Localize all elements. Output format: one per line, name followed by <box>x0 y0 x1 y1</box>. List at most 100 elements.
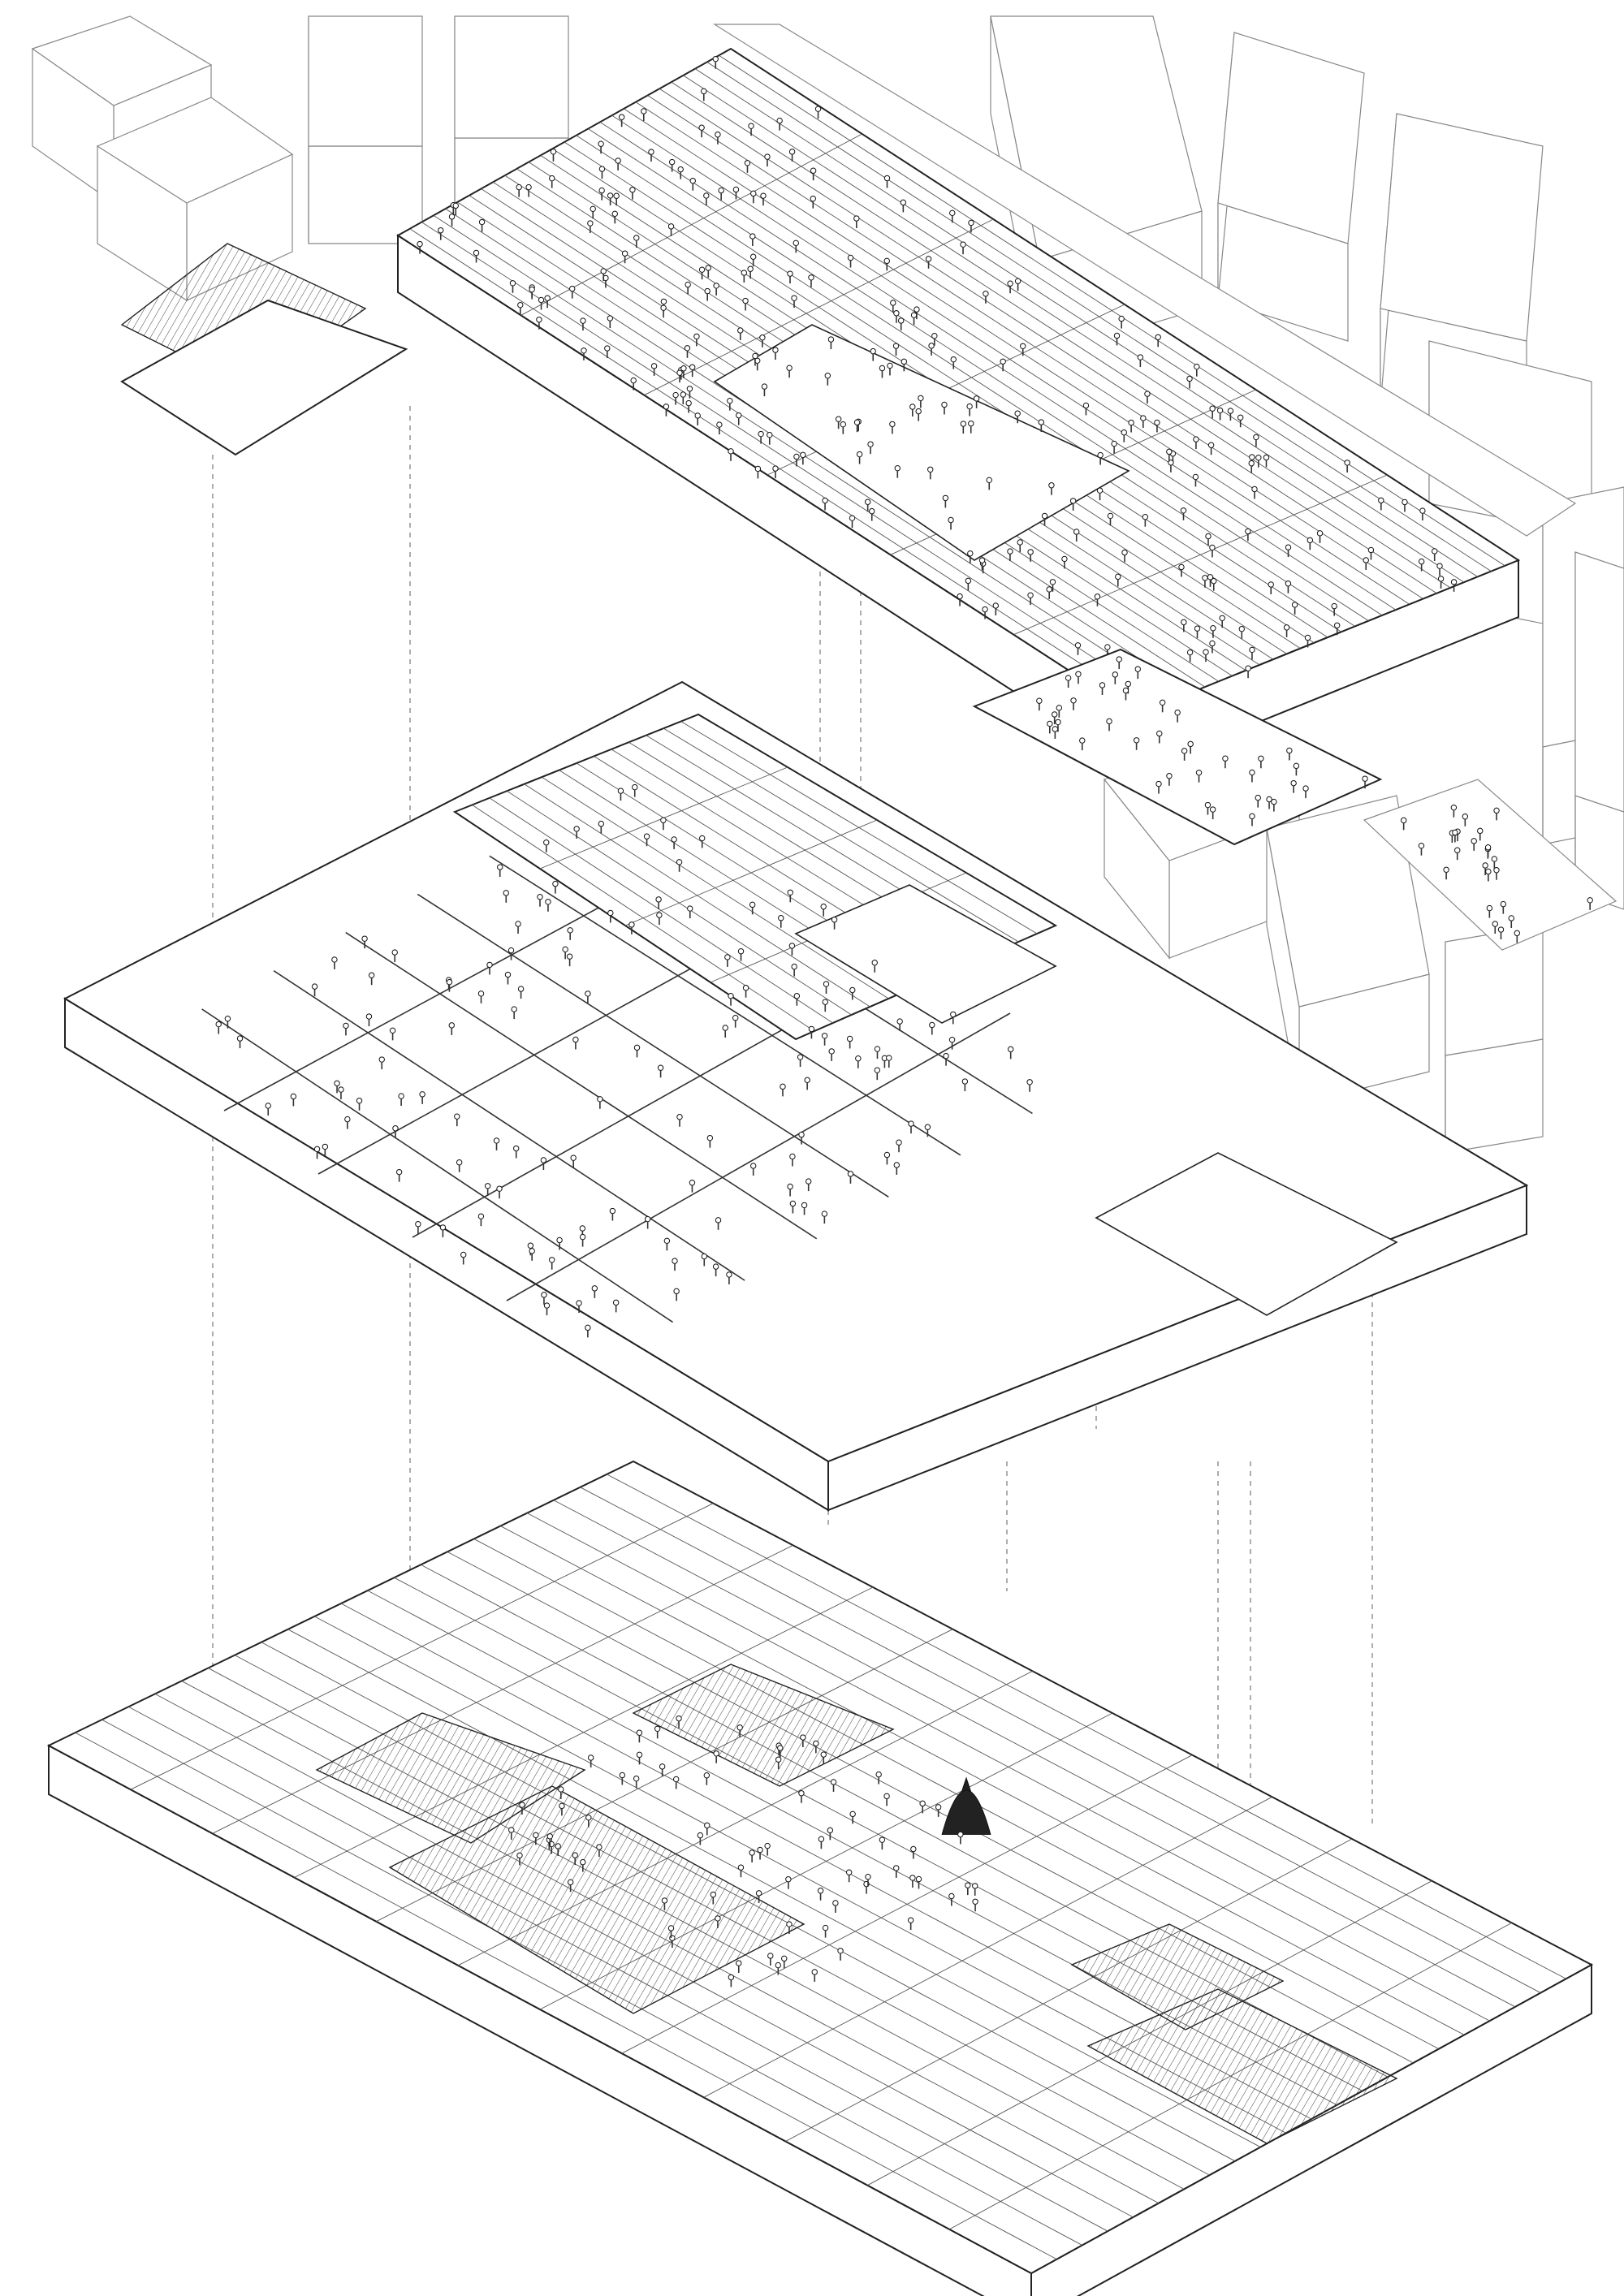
person-figure <box>1491 856 1498 862</box>
basement-hall-5 <box>1070 1923 1285 2031</box>
person-figure <box>835 416 842 422</box>
person-figure <box>973 395 980 402</box>
person-figure <box>585 1324 591 1331</box>
person-figure <box>737 327 744 334</box>
person-figure <box>1116 656 1122 662</box>
person-figure <box>448 1022 455 1029</box>
person-figure <box>755 1890 762 1897</box>
person-figure <box>750 1163 757 1169</box>
person-figure <box>1036 697 1043 704</box>
person-figure <box>630 377 637 384</box>
person-figure <box>615 158 621 164</box>
person-figure <box>1450 579 1458 585</box>
person-figure <box>1007 280 1013 287</box>
person-figure <box>419 1091 425 1098</box>
person-figure <box>813 1740 819 1747</box>
person-figure <box>496 1185 503 1192</box>
person-figure <box>663 404 670 410</box>
person-figure <box>849 1810 856 1818</box>
person-figure <box>957 593 963 600</box>
person-figure <box>710 1891 717 1898</box>
person-figure <box>529 286 535 293</box>
person-figure <box>787 889 793 896</box>
person-figure <box>1418 558 1425 565</box>
person-figure <box>1290 779 1297 787</box>
person-figure <box>798 1790 805 1797</box>
person-figure <box>597 1096 603 1103</box>
person-figure <box>1140 415 1147 421</box>
person-figure <box>1402 498 1408 506</box>
person-figure <box>617 788 624 794</box>
person-figure <box>704 1822 710 1829</box>
person-figure <box>533 1832 539 1839</box>
person-figure <box>712 55 719 63</box>
person-figure <box>343 1022 349 1029</box>
person-figure <box>1419 507 1426 514</box>
person-figure <box>787 1183 793 1190</box>
person-figure <box>757 1846 763 1854</box>
person-figure <box>983 291 989 297</box>
person-figure <box>811 1969 818 1975</box>
person-figure <box>764 1842 771 1849</box>
person-figure <box>772 465 779 472</box>
person-figure <box>508 947 515 954</box>
person-figure <box>1194 625 1201 632</box>
person-figure <box>1436 563 1443 569</box>
person-figure <box>1075 671 1082 677</box>
person-figure <box>672 1776 680 1783</box>
person-figure <box>713 1750 719 1757</box>
person-figure <box>1166 448 1173 455</box>
person-figure <box>676 1715 682 1722</box>
person-figure <box>986 477 992 484</box>
person-figure <box>1227 408 1234 414</box>
person-figure <box>1041 512 1048 520</box>
person-figure <box>1194 363 1200 370</box>
person-figure <box>785 1875 792 1883</box>
person-figure <box>893 1865 900 1871</box>
person-figure <box>1462 814 1469 820</box>
person-figure <box>801 1202 808 1209</box>
person-figure <box>600 268 607 274</box>
person-figure <box>798 1131 805 1138</box>
person-figure <box>856 451 863 458</box>
person-figure <box>887 362 893 369</box>
person-figure <box>657 1064 664 1071</box>
person-figure <box>1471 838 1477 844</box>
person-figure <box>1209 640 1216 647</box>
person-figure <box>821 1033 828 1039</box>
person-figure <box>604 345 611 352</box>
context-building-side <box>1445 1038 1544 1154</box>
person-figure <box>900 199 907 206</box>
person-figure <box>619 1772 626 1779</box>
person-figure <box>1258 755 1264 762</box>
person-figure <box>537 894 543 900</box>
person-figure <box>545 899 551 905</box>
person-figure <box>914 306 920 313</box>
person-figure <box>699 835 706 842</box>
person-figure <box>659 1763 666 1770</box>
person-figure <box>633 1775 640 1782</box>
context-building <box>1380 113 1544 342</box>
person-figure <box>788 149 796 155</box>
person-figure <box>1204 801 1212 809</box>
person-figure <box>581 347 587 354</box>
grid-line <box>624 819 878 926</box>
person-figure <box>613 192 620 199</box>
person-figure <box>1283 624 1290 631</box>
person-figure <box>580 317 586 324</box>
grid-line <box>489 855 961 1156</box>
person-figure <box>236 1035 244 1042</box>
person-figure <box>508 1827 515 1833</box>
person-figure <box>452 202 459 209</box>
person-figure <box>786 365 793 371</box>
person-figure <box>808 1025 815 1033</box>
person-figure <box>1255 454 1262 461</box>
person-figure <box>874 1067 880 1073</box>
person-figure <box>1331 602 1337 610</box>
person-figure <box>950 356 957 363</box>
person-figure <box>847 254 854 261</box>
person-figure <box>1027 549 1034 555</box>
person-figure <box>789 1200 797 1207</box>
person-figure <box>1195 769 1203 776</box>
